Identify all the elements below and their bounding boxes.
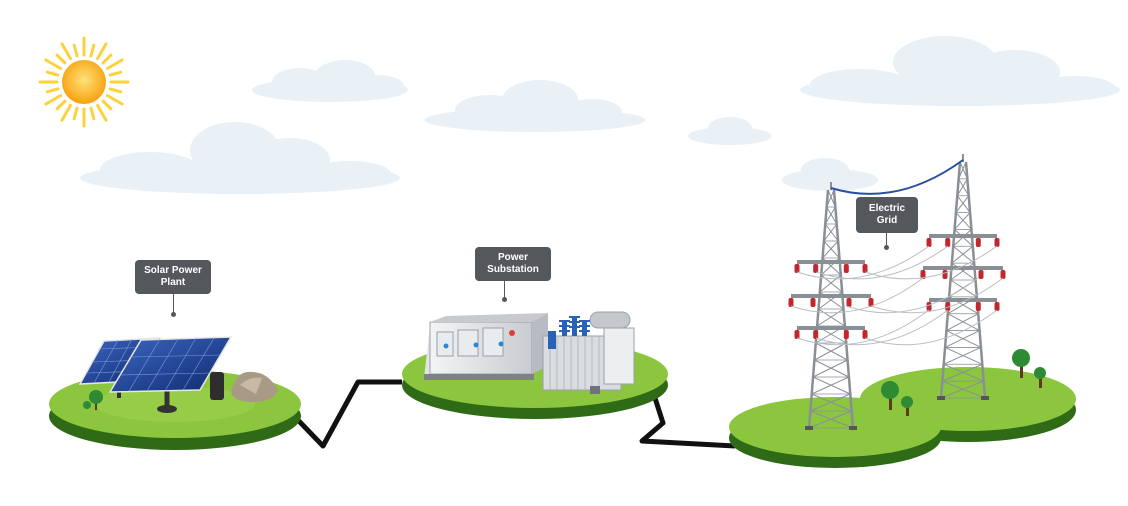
grid-label-line1: Electric — [868, 203, 906, 214]
solar-panel-icon — [108, 336, 233, 413]
power-cable — [639, 397, 736, 449]
transformer-icon — [542, 311, 635, 394]
grid-island — [729, 367, 1076, 468]
substation-label-line1: Power — [497, 252, 528, 263]
cloud-icon — [252, 60, 408, 102]
tree-icon — [881, 381, 899, 410]
tree-icon — [1012, 349, 1030, 378]
substation-label-pointer-dot — [502, 297, 507, 302]
tree-icon — [1034, 367, 1046, 388]
transmission-tower-icon — [920, 154, 1006, 400]
power-cable — [294, 379, 402, 449]
substation-label-line2: Substation — [487, 264, 539, 275]
tree-icon — [83, 390, 103, 410]
grid-label-pointer — [886, 233, 887, 247]
solar-label-line2: Plant — [160, 277, 186, 288]
rock-icon — [210, 371, 278, 402]
cloud-icon — [80, 122, 400, 194]
substation-label-pointer — [504, 281, 505, 299]
cloud-icon — [800, 36, 1120, 106]
solar-label-pointer — [173, 294, 174, 314]
top-power-line — [830, 159, 964, 195]
power-substation-label: Power Substation — [475, 247, 551, 281]
solar-label-pointer-dot — [171, 312, 176, 317]
cloud-icon — [425, 80, 645, 132]
solar-power-plant-label: Solar Power Plant — [135, 260, 211, 294]
power-lines — [790, 245, 1004, 346]
transmission-tower-icon — [788, 182, 874, 430]
grid-label-line2: Grid — [876, 215, 898, 226]
solar-label-line1: Solar Power — [144, 265, 202, 276]
electric-grid-label: Electric Grid — [856, 197, 918, 233]
cloud-icon — [688, 117, 772, 145]
tree-icon — [901, 396, 913, 416]
grid-label-pointer-dot — [884, 245, 889, 250]
sun-icon — [38, 36, 130, 128]
substation-building-icon — [424, 313, 548, 380]
cloud-icon — [782, 158, 878, 191]
